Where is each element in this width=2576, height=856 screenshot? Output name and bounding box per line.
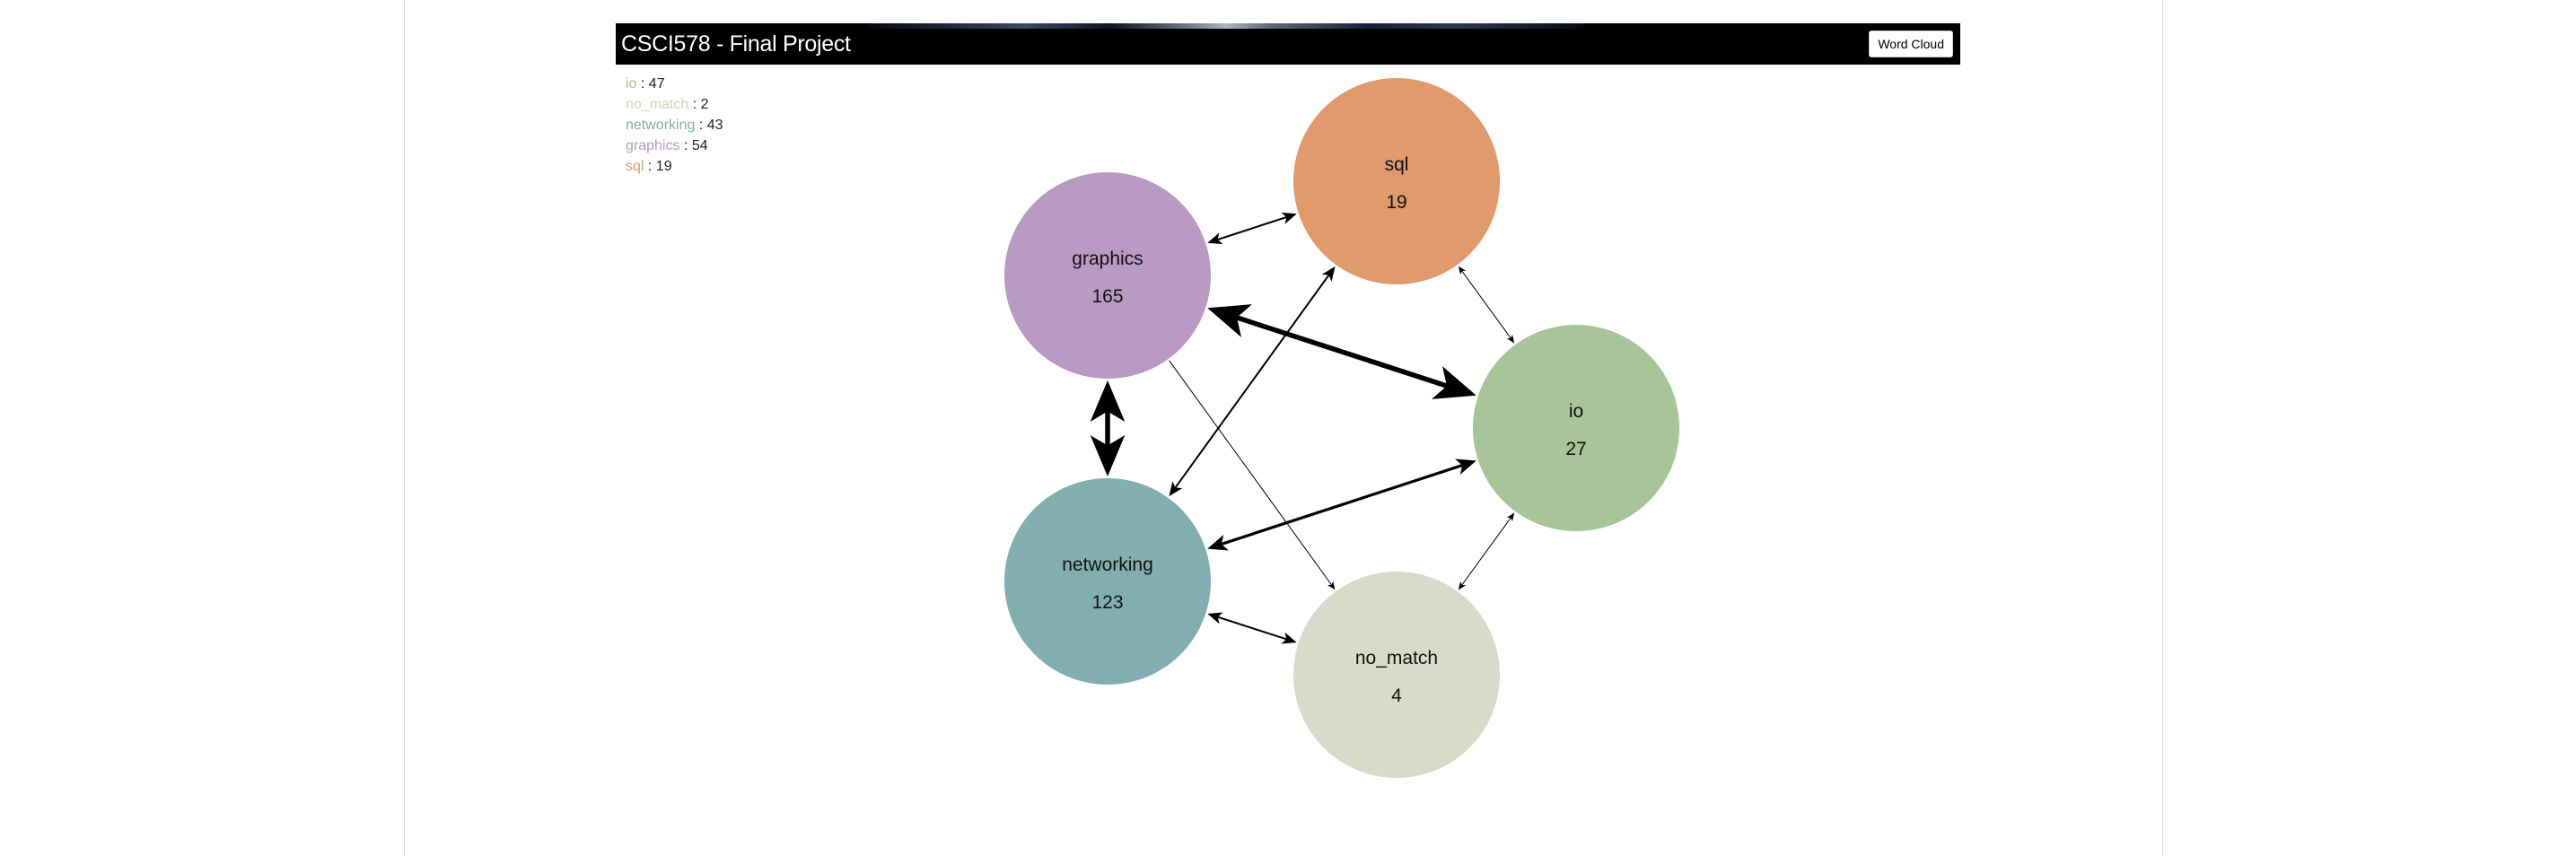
node-label: networking: [1062, 555, 1153, 575]
legend-item-io: io : 47: [626, 74, 723, 94]
edge-arrowhead: [1090, 380, 1126, 422]
edge-arrowhead: [1281, 632, 1297, 644]
edge-line: [1174, 275, 1330, 488]
legend-separator: :: [644, 159, 656, 174]
legend-name: graphics: [626, 138, 680, 153]
node-label: io: [1569, 401, 1583, 422]
app-title: CSCI578 - Final Project: [621, 31, 851, 57]
edge-arrowhead: [1207, 612, 1223, 625]
node-io[interactable]: io 27: [1473, 325, 1679, 531]
node-circle[interactable]: [1004, 172, 1211, 379]
legend-name: sql: [626, 159, 644, 174]
edge-arrowhead: [1432, 366, 1476, 399]
node-count: 19: [1386, 192, 1406, 213]
node-graphics[interactable]: graphics 165: [1004, 172, 1211, 379]
edge-sql-networking: [1169, 266, 1336, 497]
legend-item-sql: sql : 19: [626, 156, 723, 177]
legend-value: 43: [706, 118, 723, 133]
edge-graphics-sql: [1207, 212, 1297, 245]
node-label: sql: [1385, 154, 1409, 175]
legend-name: io: [626, 76, 637, 92]
edge-line: [1217, 616, 1287, 641]
edge-networking-no_match: [1207, 612, 1297, 644]
node-networking[interactable]: networking 123: [1004, 478, 1211, 685]
legend-name: networking: [626, 118, 696, 133]
node-label: graphics: [1072, 249, 1143, 269]
legend-value: 2: [700, 97, 709, 112]
edge-arrowhead: [1090, 435, 1126, 476]
legend-value: 54: [691, 138, 708, 153]
edge-arrowhead: [1207, 304, 1252, 337]
legend-name: no_match: [626, 97, 689, 112]
node-count: 27: [1565, 439, 1586, 459]
node-count: 165: [1091, 286, 1123, 307]
legend-separator: :: [636, 76, 649, 92]
legend-separator: :: [679, 138, 692, 153]
legend-separator: :: [695, 118, 707, 133]
node-sql[interactable]: sql 19: [1293, 78, 1500, 284]
edge-line: [1221, 464, 1463, 546]
legend-item-graphics: graphics : 54: [626, 135, 723, 156]
edge-line: [1236, 315, 1448, 389]
node-count: 123: [1091, 592, 1123, 613]
edge-line: [1217, 216, 1287, 240]
edge-sql-io: [1458, 266, 1515, 344]
node-count: 4: [1391, 686, 1402, 706]
edge-line: [1169, 360, 1332, 586]
edge-arrowhead: [1506, 512, 1515, 522]
edge-arrowhead: [1207, 232, 1223, 245]
legend-value: 19: [655, 159, 672, 174]
edges-layer: [1090, 212, 1515, 644]
legend-value: 47: [648, 76, 665, 92]
nodes-layer: graphics 165 sql 19 io 27 networking 123 no_matc…: [1004, 78, 1679, 778]
word-cloud-button[interactable]: Word Cloud: [1869, 31, 1953, 57]
edge-arrowhead: [1455, 459, 1476, 476]
edge-arrowhead: [1327, 581, 1336, 590]
edge-line: [1461, 517, 1511, 586]
edge-arrowhead: [1506, 334, 1515, 344]
node-circle[interactable]: [1004, 478, 1211, 685]
edge-arrowhead: [1207, 534, 1229, 551]
edge-line: [1461, 270, 1511, 339]
edge-io-no_match: [1458, 512, 1515, 590]
node-circle[interactable]: [1473, 325, 1679, 531]
edge-arrowhead: [1458, 581, 1467, 590]
page-frame: [404, 0, 2163, 856]
node-circle[interactable]: [1293, 572, 1500, 778]
edge-graphics-networking: [1090, 380, 1126, 476]
edge-networking-io: [1207, 459, 1476, 551]
edge-arrowhead: [1321, 266, 1336, 282]
legend-item-no_match: no_match : 2: [626, 94, 723, 115]
edge-arrowhead: [1281, 212, 1297, 224]
edge-arrowhead: [1169, 481, 1183, 497]
edge-graphics-io: [1207, 304, 1476, 399]
edge-arrowhead: [1458, 266, 1467, 275]
node-no_match[interactable]: no_match 4: [1293, 572, 1500, 778]
legend-separator: :: [688, 97, 701, 112]
node-circle[interactable]: [1293, 78, 1500, 284]
edge-graphics-no_match: [1169, 360, 1336, 590]
legend-item-networking: networking : 43: [626, 115, 723, 135]
header-bar: CSCI578 - Final Project Word Cloud: [616, 23, 1960, 65]
node-label: no_match: [1355, 648, 1438, 668]
header-banner-image: [867, 23, 1585, 29]
